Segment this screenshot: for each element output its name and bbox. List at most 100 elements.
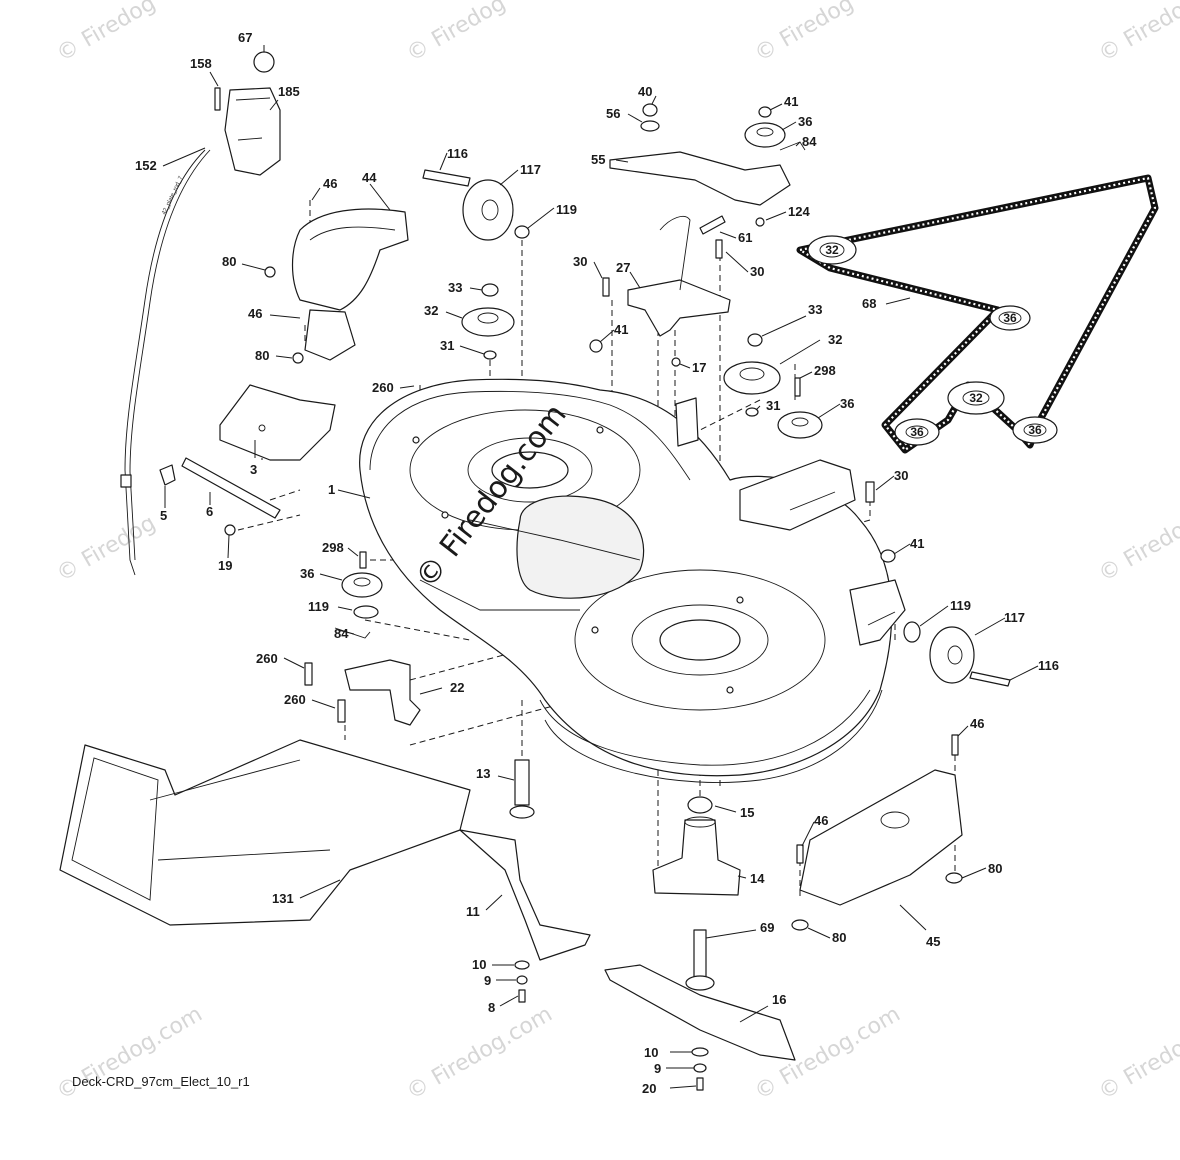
callout-3: 3 bbox=[250, 462, 257, 477]
discharge-chute bbox=[59, 739, 471, 926]
blade-11 bbox=[459, 829, 591, 1003]
spindle-left bbox=[509, 759, 535, 819]
link-rod-6 bbox=[159, 457, 281, 536]
callout-116: 116 bbox=[1038, 658, 1059, 673]
callout-80: 80 bbox=[222, 254, 236, 269]
handle-bracket bbox=[224, 87, 281, 176]
callout-10: 10 bbox=[472, 957, 486, 972]
callout-41: 41 bbox=[910, 536, 924, 551]
callout-31: 31 bbox=[766, 398, 780, 413]
belt-pulleys: 32 36 32 36 36 bbox=[807, 235, 1058, 446]
callout-84: 84 bbox=[802, 134, 817, 149]
callout-45: 45 bbox=[926, 934, 940, 949]
callout-33: 33 bbox=[808, 302, 822, 317]
deck-pulley-32-left bbox=[461, 283, 515, 360]
callout-41: 41 bbox=[614, 322, 628, 337]
callout-33: 33 bbox=[448, 280, 462, 295]
pulley-label: 32 bbox=[825, 243, 839, 257]
belt-pulley-36-right: 36 bbox=[1012, 416, 1058, 444]
callout-260: 260 bbox=[256, 651, 278, 666]
watermark: © Firedog bbox=[751, 0, 858, 67]
callout-31: 31 bbox=[440, 338, 454, 353]
belt-pulley-36-left: 36 bbox=[894, 418, 940, 446]
callout-80: 80 bbox=[255, 348, 269, 363]
callout-15: 15 bbox=[740, 805, 754, 820]
callout-17: 17 bbox=[692, 360, 706, 375]
callout-56: 56 bbox=[606, 106, 620, 121]
callout-152: 152 bbox=[135, 158, 157, 173]
callout-158: 158 bbox=[190, 56, 212, 71]
callout-61: 61 bbox=[738, 230, 752, 245]
deck-pulley-32-right bbox=[723, 333, 823, 439]
callout-1: 1 bbox=[328, 482, 335, 497]
callout-298: 298 bbox=[814, 363, 836, 378]
cable bbox=[124, 149, 206, 576]
pulley-label: 32 bbox=[969, 391, 983, 405]
idler-pulley-117 bbox=[422, 169, 530, 241]
callout-55: 55 bbox=[591, 152, 605, 167]
pulley-label: 36 bbox=[1028, 423, 1042, 437]
watermark: © Firedog.com bbox=[403, 1002, 557, 1105]
cutting-deck bbox=[359, 378, 906, 783]
callout-124: 124 bbox=[788, 204, 810, 219]
callout-5: 5 bbox=[160, 508, 167, 523]
callout-84: 84 bbox=[334, 626, 349, 641]
watermark: © Firedog bbox=[1095, 1029, 1180, 1105]
callout-32: 32 bbox=[424, 303, 438, 318]
idler-arm-27 bbox=[589, 216, 731, 367]
callout-117: 117 bbox=[1004, 610, 1025, 625]
callout-32: 32 bbox=[828, 332, 842, 347]
callout-10: 10 bbox=[644, 1045, 658, 1060]
belt-pulley-36-mid: 36 bbox=[989, 305, 1031, 331]
spindle-housing-14 bbox=[652, 796, 741, 896]
callout-36: 36 bbox=[300, 566, 314, 581]
watermark: © Firedog bbox=[403, 0, 510, 67]
callout-298: 298 bbox=[322, 540, 344, 555]
callout-116: 116 bbox=[447, 146, 468, 161]
callout-119: 119 bbox=[950, 598, 971, 613]
callout-16: 16 bbox=[772, 992, 786, 1007]
callout-19: 19 bbox=[218, 558, 232, 573]
callout-67: 67 bbox=[238, 30, 252, 45]
watermark: © Firedog bbox=[1095, 0, 1180, 67]
callout-117: 117 bbox=[520, 162, 541, 177]
callout-14: 14 bbox=[750, 871, 765, 886]
callout-13: 13 bbox=[476, 766, 490, 781]
callout-27: 27 bbox=[616, 260, 630, 275]
pulley-label: 36 bbox=[1003, 311, 1017, 325]
callout-36: 36 bbox=[798, 114, 812, 129]
callout-labels: 67 158 185 152 46 44 80 46 80 3 5 6 19 1… bbox=[135, 30, 1059, 1096]
callout-30: 30 bbox=[894, 468, 908, 483]
callout-9: 9 bbox=[484, 973, 491, 988]
callout-68: 68 bbox=[862, 296, 876, 311]
callout-8: 8 bbox=[488, 1000, 495, 1015]
leader-lines bbox=[162, 45, 1039, 1089]
callout-22: 22 bbox=[450, 680, 464, 695]
callout-30: 30 bbox=[750, 264, 764, 279]
callout-69: 69 bbox=[760, 920, 774, 935]
callout-185: 185 bbox=[278, 84, 300, 99]
callout-6: 6 bbox=[206, 504, 213, 519]
callout-131: 131 bbox=[272, 891, 294, 906]
callout-30: 30 bbox=[573, 254, 587, 269]
callout-20: 20 bbox=[642, 1081, 656, 1096]
figure-id: Deck-CRD_97cm_Elect_10_r1 bbox=[72, 1074, 250, 1089]
callout-119: 119 bbox=[308, 599, 329, 614]
callout-40: 40 bbox=[638, 84, 652, 99]
callout-46: 46 bbox=[970, 716, 984, 731]
belt-pulley-32-center: 32 bbox=[947, 381, 1005, 415]
watermark: © Firedog bbox=[1095, 511, 1180, 587]
pulley-label: 36 bbox=[910, 425, 924, 439]
callout-36: 36 bbox=[840, 396, 854, 411]
callout-9: 9 bbox=[654, 1061, 661, 1076]
callout-260: 260 bbox=[372, 380, 394, 395]
knob bbox=[253, 51, 275, 73]
hardware-right bbox=[865, 481, 1011, 687]
callout-41: 41 bbox=[784, 94, 798, 109]
idler-bracket-55 bbox=[609, 103, 806, 235]
lower-left-hardware bbox=[304, 551, 421, 726]
watermark: © Firedog bbox=[53, 511, 160, 587]
callout-46: 46 bbox=[323, 176, 337, 191]
blade-16 bbox=[604, 929, 796, 1091]
